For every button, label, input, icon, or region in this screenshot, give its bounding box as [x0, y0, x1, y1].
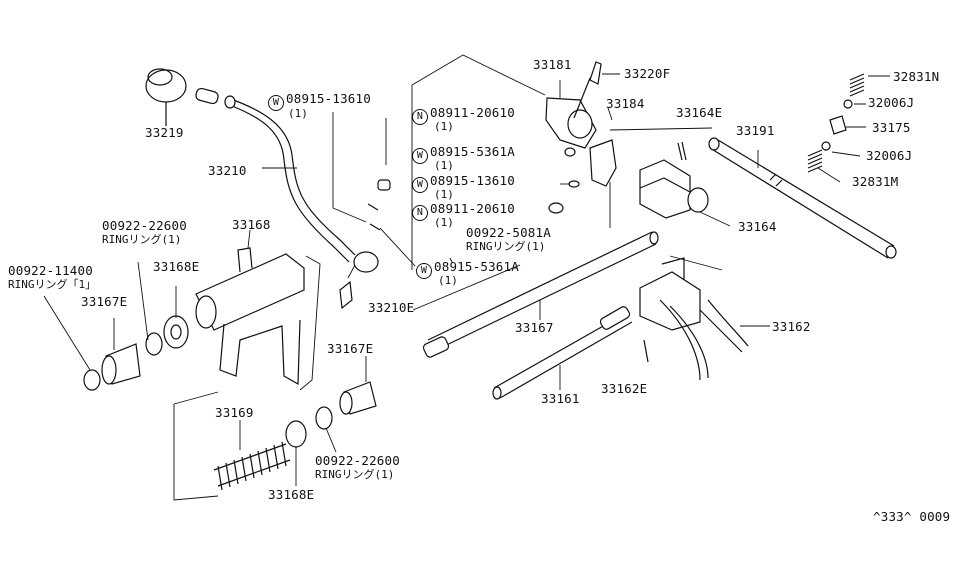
- fork-rod-33161: [492, 306, 633, 400]
- label-33168: 33168: [232, 217, 271, 232]
- label-00922-22600-bottom-ring: RINGリング(1): [315, 468, 395, 481]
- part-number: 08911-20610: [430, 105, 515, 120]
- detent-springs: [807, 73, 890, 183]
- nut-marker: N: [412, 109, 428, 125]
- shift-fork-33162: [639, 257, 770, 381]
- label-32831m: 32831M: [852, 174, 899, 189]
- label-33164e: 33164E: [676, 105, 723, 120]
- pin-33164e: [677, 141, 687, 161]
- lever-nut: [195, 87, 219, 105]
- qty-08915-13610-b: (1): [434, 188, 454, 201]
- part-number: 08915-5361A: [434, 259, 519, 274]
- label-33169: 33169: [215, 405, 254, 420]
- qty-08915-5361a-a: (1): [434, 159, 454, 172]
- shift-lever: [224, 95, 379, 310]
- washer-marker: W: [268, 95, 284, 111]
- label-32006j-a: 32006J: [868, 95, 915, 110]
- nut-marker: N: [412, 205, 428, 221]
- label-33168e-bottom: 33168E: [268, 487, 315, 502]
- label-33167: 33167: [515, 320, 554, 335]
- label-33210: 33210: [208, 163, 247, 178]
- label-32006j-b: 32006J: [866, 148, 913, 163]
- label-33181: 33181: [533, 57, 572, 72]
- fork-rod-33191: [708, 137, 897, 259]
- diagram-code: ^333^ 0009: [873, 509, 951, 524]
- label-33210e: 33210E: [368, 300, 415, 315]
- qty-08915-5361a-b: (1): [438, 274, 458, 287]
- qty-08915-13610-a: (1): [288, 107, 308, 120]
- label-32831n: 32831N: [893, 69, 940, 84]
- part-number: 08911-20610: [430, 201, 515, 216]
- label-00922-22600-top: 00922-22600: [102, 218, 187, 233]
- label-00922-11400-ring: RINGリング「1」: [8, 278, 97, 291]
- part-number: 08915-5361A: [430, 144, 515, 159]
- qty-08911-20610-b: (1): [434, 216, 454, 229]
- qty-08911-20610-a: (1): [434, 120, 454, 133]
- label-33184: 33184: [606, 96, 645, 111]
- washer-marker: W: [412, 148, 428, 164]
- label-33162: 33162: [772, 319, 811, 334]
- label-33167e-left: 33167E: [81, 294, 128, 309]
- label-33164: 33164: [738, 219, 777, 234]
- washer-marker: W: [416, 263, 432, 279]
- label-00922-22600-top-ring: RINGリング(1): [102, 233, 182, 246]
- label-33191: 33191: [736, 123, 775, 138]
- rings-collars: [83, 315, 377, 448]
- label-33167e-bottom: 33167E: [327, 341, 374, 356]
- label-33162e: 33162E: [601, 381, 648, 396]
- spring-33169: [213, 420, 291, 491]
- label-00922-22600-bottom: 00922-22600: [315, 453, 400, 468]
- shift-bracket-33164: [639, 159, 731, 227]
- fork-rod-33167: [422, 231, 659, 358]
- shift-arm-assembly: [545, 61, 620, 187]
- fasteners: [367, 147, 580, 231]
- label-33161: 33161: [541, 391, 580, 406]
- shift-fork-33168: [195, 229, 305, 386]
- part-number: 08915-13610: [286, 91, 371, 106]
- label-33175: 33175: [872, 120, 911, 135]
- label-00922-5081a: 00922-5081A: [466, 225, 551, 240]
- part-number: 08915-13610: [430, 173, 515, 188]
- shift-knob: [145, 68, 187, 126]
- label-00922-11400: 00922-11400: [8, 263, 93, 278]
- washer-marker: W: [412, 177, 428, 193]
- label-33168e-top: 33168E: [153, 259, 200, 274]
- label-33219: 33219: [145, 125, 184, 140]
- label-00922-5081a-ring: RINGリング(1): [466, 240, 546, 253]
- label-33220f: 33220F: [624, 66, 671, 81]
